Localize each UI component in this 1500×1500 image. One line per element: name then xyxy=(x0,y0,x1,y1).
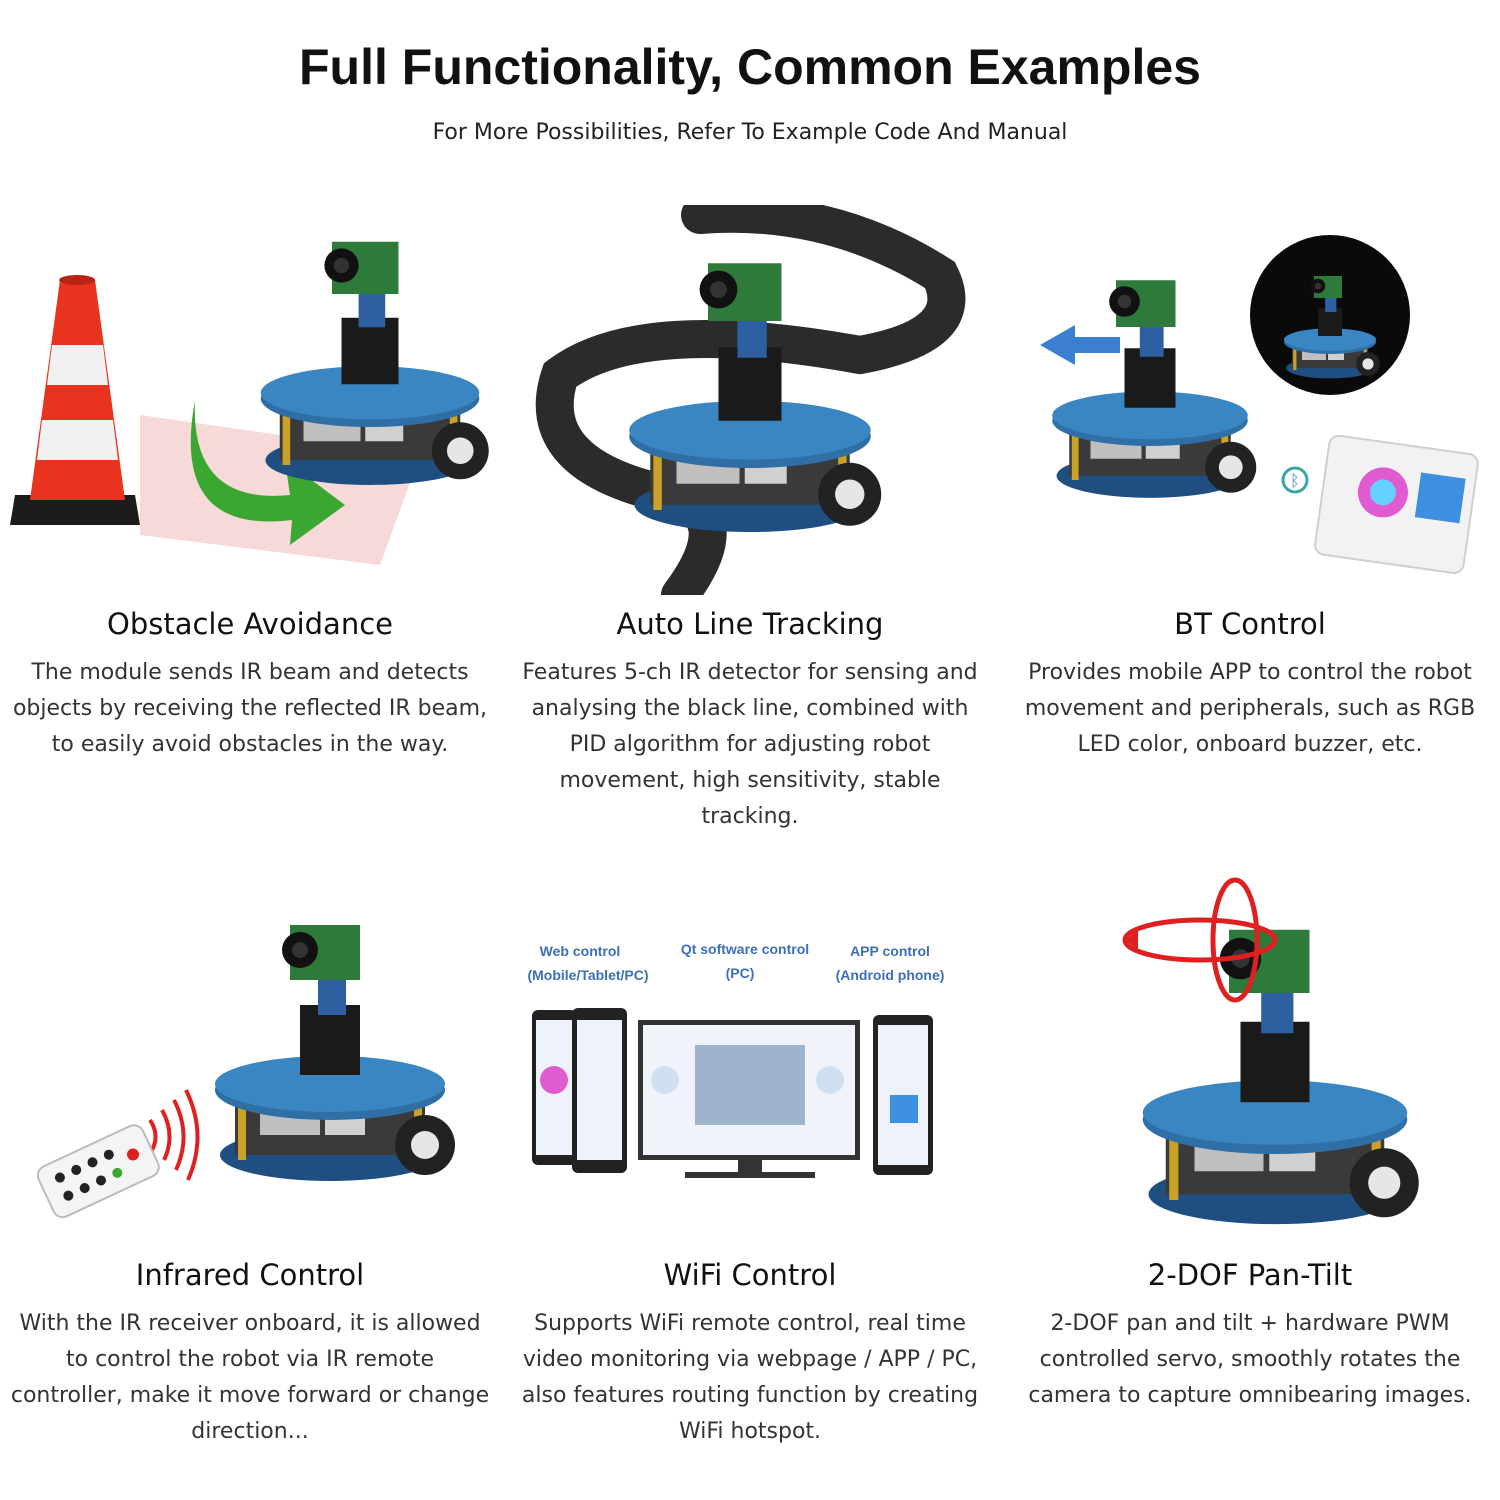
wifi-control-illustration: Web control (Mobile/Tablet/PC) Qt softwa… xyxy=(500,860,1000,1250)
wifi-label-qt: Qt software control xyxy=(681,941,809,957)
wifi-label-app: APP control xyxy=(850,943,930,959)
infrared-control-illustration xyxy=(0,860,500,1250)
feature-title: Auto Line Tracking xyxy=(616,607,884,641)
curved-arrow-icon xyxy=(190,400,345,545)
wifi-label-qt-sub: (PC) xyxy=(726,965,755,981)
wifi-label-web-sub: (Mobile/Tablet/PC) xyxy=(527,967,648,983)
robot-car-icon xyxy=(260,241,489,485)
feature-description: With the IR receiver onboard, it is allo… xyxy=(10,1311,490,1444)
feature-description: 2-DOF pan and tilt + hardware PWM contro… xyxy=(1028,1311,1472,1408)
phone-icon xyxy=(532,1008,627,1173)
feature-description: Supports WiFi remote control, real time … xyxy=(521,1311,979,1444)
traffic-cone-icon xyxy=(10,275,140,525)
robot-car-icon xyxy=(1052,280,1257,498)
obstacle-avoidance-illustration xyxy=(0,205,500,595)
feature-title: Infrared Control xyxy=(135,1258,365,1292)
robot-car-icon xyxy=(215,925,455,1181)
feature-title: Obstacle Avoidance xyxy=(107,607,393,641)
ir-remote-icon xyxy=(36,1124,160,1219)
bluetooth-icon: ᛒ xyxy=(1281,466,1309,494)
feature-description: Provides mobile APP to control the robot… xyxy=(1024,660,1476,757)
phone-icon xyxy=(1314,434,1479,574)
wifi-label-web: Web control xyxy=(540,943,621,959)
feature-title: BT Control xyxy=(1174,607,1326,641)
feature-description: The module sends IR beam and detects obj… xyxy=(12,660,488,757)
robot-car-icon xyxy=(629,263,882,533)
wifi-label-app-sub: (Android phone) xyxy=(836,967,945,983)
monitor-icon xyxy=(638,1020,860,1178)
ir-waves xyxy=(148,1089,200,1181)
page-subtitle: For More Possibilities, Refer To Example… xyxy=(432,120,1068,145)
feature-title: 2-DOF Pan-Tilt xyxy=(1147,1258,1353,1292)
line-tracking-illustration xyxy=(500,205,1000,595)
pan-tilt-illustration xyxy=(1000,860,1500,1250)
feature-title: WiFi Control xyxy=(663,1258,837,1292)
page-title: Full Functionality, Common Examples xyxy=(299,39,1201,95)
robot-car-icon xyxy=(1142,929,1419,1225)
phone-icon xyxy=(873,1015,933,1175)
feature-description: Features 5-ch IR detector for sensing an… xyxy=(522,660,978,829)
bt-control-illustration: ᛒ xyxy=(1000,205,1500,595)
svg-text:ᛒ: ᛒ xyxy=(1290,471,1300,490)
